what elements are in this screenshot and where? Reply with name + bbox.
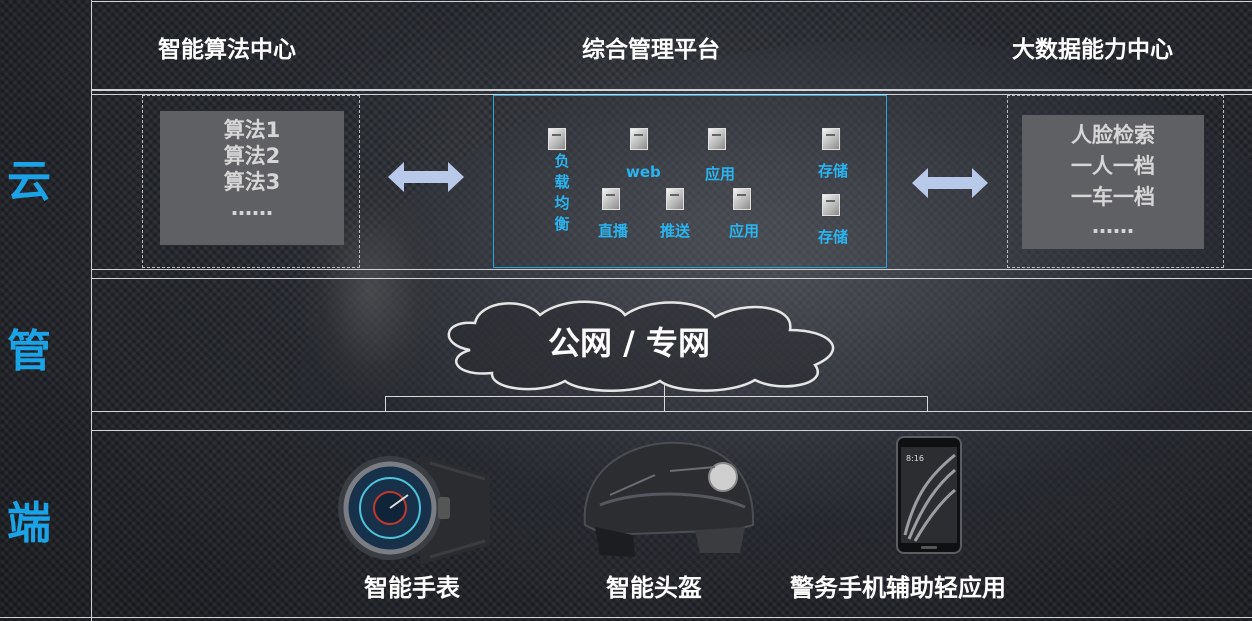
server-icon [822, 194, 840, 216]
algorithm-item: 算法1 [223, 118, 281, 142]
device-label-helmet: 智能头盔 [606, 574, 702, 602]
connector-trunk [664, 385, 665, 412]
service-push: 推送 [660, 222, 691, 240]
algorithm-item: 算法3 [223, 170, 281, 194]
server-icon [548, 128, 566, 150]
left-bidirectional-arrow [388, 162, 464, 192]
layer-label-edge: 端 [7, 498, 51, 549]
pipe-divider-bottom [91, 430, 1252, 431]
bigdata-item: 人脸检索 [1071, 123, 1155, 147]
service-storage-2: 存储 [818, 228, 849, 246]
connector-right [927, 396, 928, 412]
connector-bar [385, 396, 928, 397]
header-divider-thin [91, 94, 1252, 95]
algorithm-item: 算法2 [223, 144, 281, 168]
header-management-platform: 综合管理平台 [582, 37, 720, 63]
smart-helmet-image [583, 441, 755, 557]
service-app-2: 应用 [729, 222, 760, 240]
service-app-1: 应用 [705, 165, 736, 183]
network-cloud-shape [447, 300, 835, 392]
svg-text:8:16: 8:16 [906, 454, 924, 463]
pipe-divider-top [91, 411, 1252, 412]
service-storage-1: 存储 [818, 162, 849, 180]
algorithm-item: …… [231, 196, 273, 220]
layer-label-pipe: 管 [7, 326, 51, 377]
service-web: web [626, 163, 661, 181]
network-label: 公网 / 专网 [548, 324, 710, 362]
top-border [91, 1, 1252, 2]
police-phone-image: 8:16 [896, 436, 962, 554]
server-icon [708, 128, 726, 150]
connector-left [385, 396, 386, 412]
smart-watch-image [338, 455, 490, 565]
bigdata-item: …… [1092, 214, 1134, 238]
service-live: 直播 [598, 222, 629, 240]
algorithm-list: 算法1 算法2 算法3 …… [160, 111, 344, 245]
header-bigdata-center: 大数据能力中心 [1012, 37, 1173, 63]
layer-label-cloud: 云 [7, 156, 51, 207]
algorithm-dashed-frame [142, 95, 360, 268]
device-label-phone: 警务手机辅助轻应用 [790, 574, 1006, 602]
cloud-divider-bottom [91, 278, 1252, 279]
bigdata-dashed-frame [1007, 95, 1224, 268]
platform-frame [493, 95, 887, 268]
bigdata-item: 一人一档 [1071, 154, 1155, 178]
left-divider [91, 0, 92, 621]
right-bidirectional-arrow [912, 168, 988, 198]
bigdata-item: 一车一档 [1071, 185, 1155, 209]
server-icon [822, 128, 840, 150]
server-icon [733, 188, 751, 210]
device-label-watch: 智能手表 [364, 574, 460, 602]
cloud-divider-top [91, 269, 1252, 270]
server-icon [630, 128, 648, 150]
server-icon [602, 188, 620, 210]
server-icon [666, 188, 684, 210]
bigdata-list: 人脸检索 一人一档 一车一档 …… [1022, 115, 1204, 249]
service-load-balance: 负载均衡 [554, 152, 570, 233]
header-divider [91, 89, 1252, 91]
header-algorithm-center: 智能算法中心 [158, 37, 296, 63]
bottom-border [0, 617, 1252, 618]
